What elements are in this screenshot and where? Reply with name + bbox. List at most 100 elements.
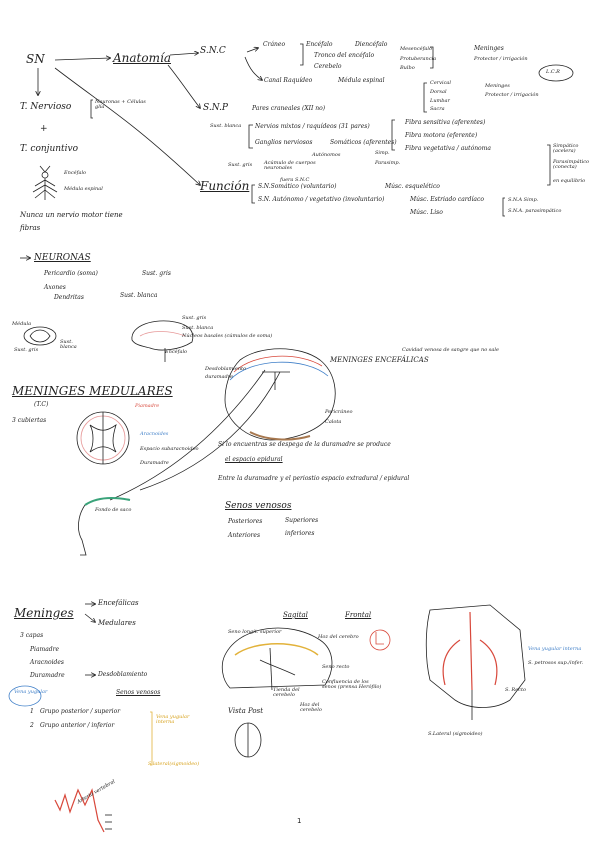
sust-gris-small-label: Sust. gris bbox=[14, 347, 39, 353]
senos-venosos-heading: Senos venosos bbox=[225, 501, 292, 511]
aracnoides-3-label: Aracnoides bbox=[30, 659, 65, 666]
snp-label: S.N.P bbox=[203, 103, 228, 113]
bulbo-label: Bulbo bbox=[400, 65, 415, 71]
lumbar-label: Lumbar bbox=[430, 98, 450, 104]
axones-label: Axones bbox=[44, 284, 66, 291]
cavidad-label: Cavidad venosa de sangre que no sale bbox=[402, 347, 499, 353]
duramadre-3-label: Duramadre bbox=[30, 672, 65, 679]
tienda-label: Tienda del cerebelo bbox=[273, 687, 300, 698]
vertebral-artery-sketch bbox=[54, 788, 105, 833]
senos-venosos-3-label: Senos venosos bbox=[116, 689, 161, 696]
page-number: 1 bbox=[297, 817, 302, 825]
brain-top-view-sketch bbox=[234, 722, 262, 758]
s-petrosos-label: S. petrosos sup./infer. bbox=[528, 660, 584, 666]
equilibrio-label: en equilibrio bbox=[553, 178, 586, 184]
simp-label: Simp. bbox=[375, 150, 390, 156]
grupo-ant-label: Grupo anterior / inferior bbox=[40, 722, 115, 729]
spinal-cord-longitudinal bbox=[78, 497, 131, 556]
fibras-label: fibras bbox=[20, 224, 41, 232]
encefalicas-label: Encefálicas bbox=[98, 599, 139, 607]
snasimp-label: S.N.A Simp. bbox=[508, 197, 539, 203]
espacio-epidural-text: el espacio epidural bbox=[225, 456, 283, 463]
sust-gris-label-2: Sust. gris bbox=[142, 270, 171, 277]
neuronas-glia-label: Neuronas + Células glía bbox=[95, 99, 146, 110]
fibra-mot-label: Fibra motora (eferente) bbox=[405, 132, 478, 139]
pericraneo-label: Pericráneo bbox=[325, 409, 353, 415]
grupo-post-label: Grupo posterior / superior bbox=[40, 708, 121, 715]
m-liso-label: Músc. Liso bbox=[410, 209, 443, 216]
lcr-label: L.C.R bbox=[546, 69, 560, 75]
sn-autonomo-label: S.N. Autónomo / vegetativo (involuntario… bbox=[258, 196, 385, 203]
sagittal-skull-sketch bbox=[221, 627, 333, 691]
medulares-label: Medulares bbox=[98, 619, 136, 627]
parasimpatico-label: Parasimpático (conecta) bbox=[553, 159, 589, 170]
vena-yug-yellow-label: Vena yugular interna bbox=[156, 714, 190, 725]
fibra-veg-label: Fibra vegetativa / autónoma bbox=[405, 145, 491, 152]
senos-ant-label: Anteriores bbox=[228, 532, 261, 539]
m-estriado-label: Músc. Estriado cardíaco bbox=[410, 196, 484, 203]
piamadre-label: Piamadre bbox=[135, 403, 160, 409]
desdoblamiento-duramadre-label: duramadre bbox=[205, 374, 234, 380]
medula2-label: Médula espinal bbox=[64, 186, 103, 192]
neuron-sketch-icon bbox=[32, 165, 58, 200]
desdoblamiento-3-label: Desdoblamiento bbox=[98, 671, 148, 678]
hoz-cerebelo-label: Hoz del cerebelo bbox=[300, 702, 322, 713]
senos-post-label: Posteriores bbox=[228, 518, 263, 525]
craneo-label: Cráneo bbox=[263, 41, 286, 48]
plus-sign: + bbox=[40, 124, 48, 134]
encefalo2-label: Encéfalo bbox=[64, 170, 87, 176]
senos-inf-label: inferiores bbox=[285, 530, 315, 537]
pares-label: Pares craneales (XII no) bbox=[252, 105, 326, 112]
frontal-section-sketch bbox=[369, 629, 391, 651]
spinal-cord-cross-section bbox=[76, 411, 130, 465]
ganglios-label: Ganglios nerviosos bbox=[255, 139, 313, 146]
desdoblamiento-label: Desdoblamiento bbox=[205, 366, 247, 372]
somaticos-label: Somáticos (aferentes) bbox=[330, 139, 397, 146]
piamadre-3-label: Piamadre bbox=[30, 646, 60, 653]
pericardio-label: Pericardio (soma) bbox=[44, 270, 98, 277]
nunca-label: Nunca un nervio motor tiene bbox=[20, 211, 123, 219]
vertebral-artery-small-lines bbox=[105, 814, 112, 830]
duramadre-label: Duramadre bbox=[140, 460, 169, 466]
cerebelo-label: Cerebelo bbox=[314, 63, 342, 70]
sust-blanca-label-2: Sust. blanca bbox=[120, 292, 158, 299]
vista-post-label: Vista Post bbox=[228, 707, 264, 715]
confluencia-label: Confluencia de los senos (prensa Herófil… bbox=[322, 679, 382, 690]
arrow-sn-funcion bbox=[54, 67, 200, 185]
calota-label: Calota bbox=[325, 419, 342, 425]
grupo-ant-number: 2 bbox=[30, 722, 34, 729]
meninges-heading-3: Meninges bbox=[14, 606, 74, 620]
protector-label: Protector / irrigación bbox=[474, 56, 528, 62]
brain-sketch-small bbox=[131, 320, 194, 362]
sust-blanca-small-label: Sust. blanca bbox=[60, 339, 77, 350]
frontal-label: Frontal bbox=[345, 611, 372, 619]
vena-yugular-int-label: Vena yugular interna bbox=[528, 646, 582, 652]
mesencefalo-label: Mesencéfalo bbox=[400, 46, 433, 52]
canal-label: Canal Raquídeo bbox=[264, 77, 313, 84]
meninges-label: Meninges bbox=[474, 45, 504, 52]
lcr-oval bbox=[538, 64, 574, 82]
cervical-label: Cervical bbox=[430, 80, 451, 86]
neuronas-heading: NEURONAS bbox=[34, 253, 91, 263]
seno-long-label: Seno longit. superior bbox=[228, 629, 282, 635]
entre-text: Entre la duramadre y el periostio espaci… bbox=[218, 475, 410, 482]
senos-sup-label: Superiores bbox=[285, 517, 319, 524]
simpatico-label: Simpático (acelera) bbox=[553, 143, 579, 154]
fondo-saco-label: Fondo de saco bbox=[95, 507, 132, 513]
parasimp-label: Parasimp. bbox=[375, 160, 401, 166]
cranial-meninges-sketch bbox=[224, 348, 336, 441]
arrow-sn-anatomia bbox=[54, 58, 110, 60]
grupo-post-number: 1 bbox=[30, 708, 34, 715]
snc-label: S.N.C bbox=[200, 46, 226, 56]
t-nervioso-label: T. Nervioso bbox=[20, 102, 72, 112]
seno-recto-label: Seno recto bbox=[322, 664, 350, 670]
acumulo-label: Acúmulo de cuerpos neuronales bbox=[264, 160, 316, 171]
encefalo-label: Encéfalo bbox=[306, 41, 333, 48]
funcion-heading: Función bbox=[200, 179, 250, 193]
sust-gris-label: Sust. gris bbox=[228, 162, 253, 168]
dendritas-label: Dendritas bbox=[54, 294, 84, 301]
vena-yugular-badge-label: Vena yugular bbox=[14, 689, 48, 695]
fibra-sens-label: Fibra sensitiva (aferentes) bbox=[405, 119, 486, 126]
sagital-label: Sagital bbox=[283, 611, 308, 619]
